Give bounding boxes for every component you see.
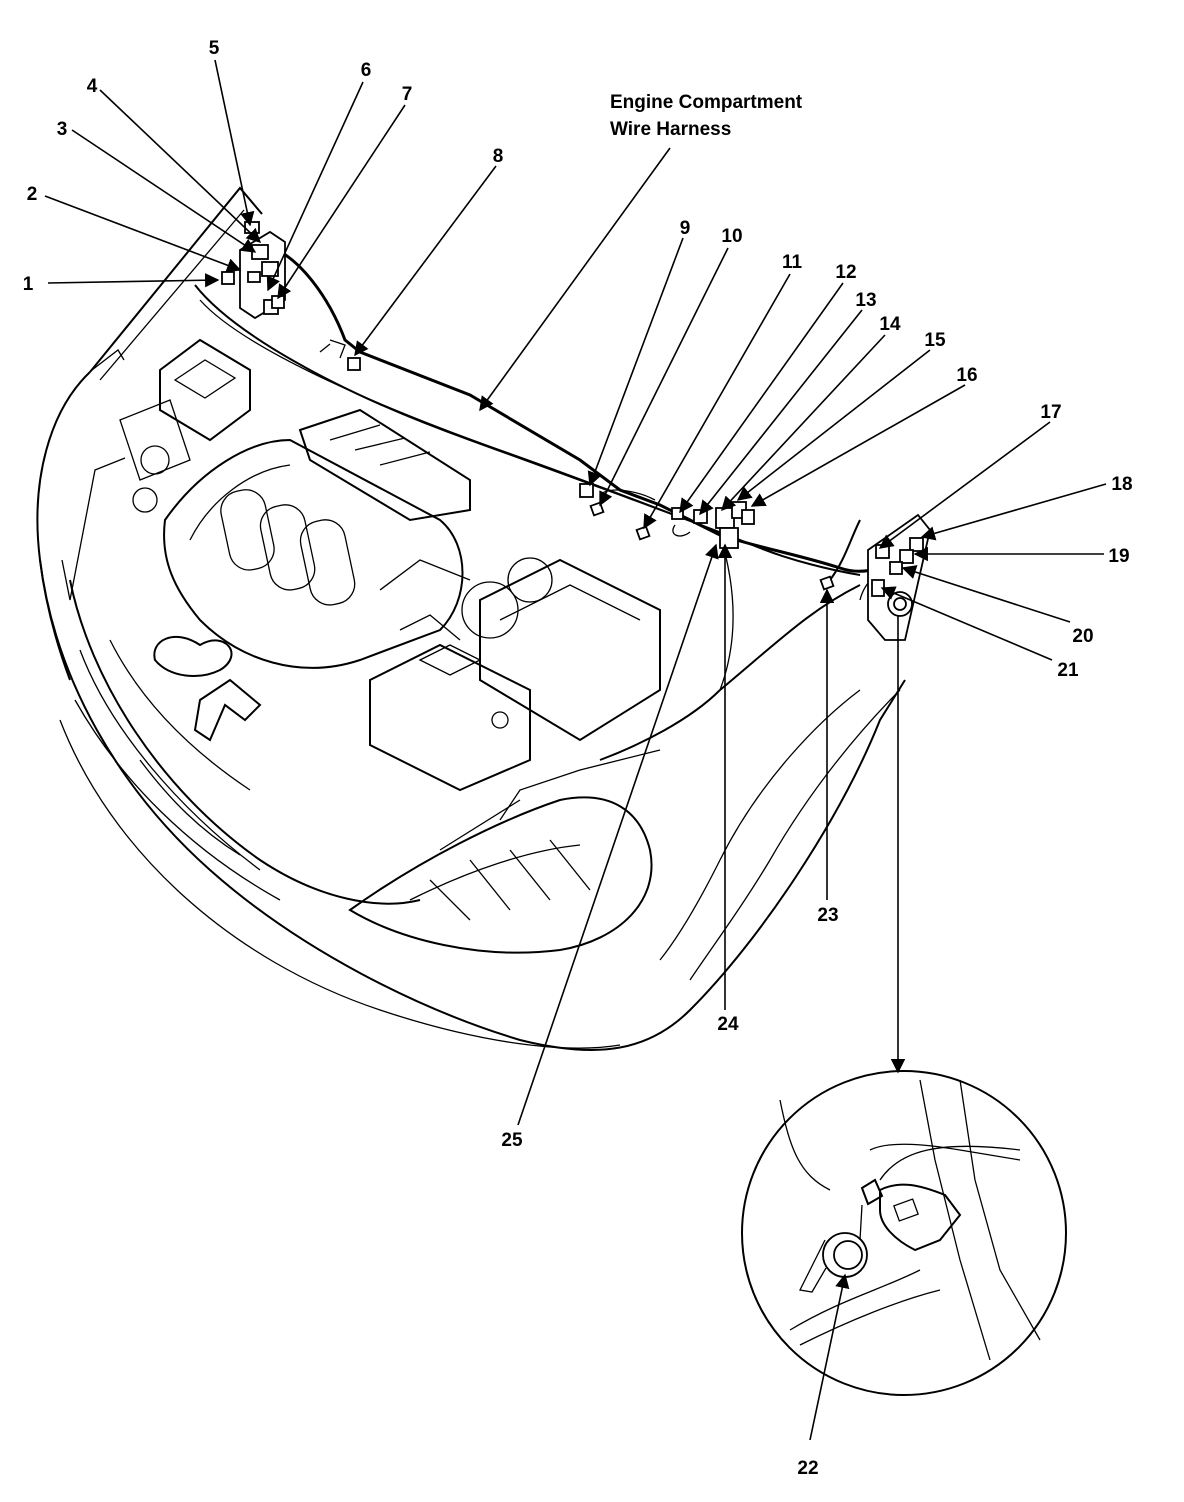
callout-10: 10	[721, 226, 742, 247]
callout-12: 12	[835, 262, 856, 283]
harness-title-line2: Wire Harness	[610, 119, 731, 140]
callout-20: 20	[1072, 626, 1093, 647]
callout-25: 25	[501, 1130, 523, 1151]
callout-11: 11	[782, 252, 803, 273]
connector-parts	[221, 221, 931, 641]
callout-1: 1	[23, 274, 34, 295]
callout-13: 13	[855, 290, 876, 311]
callout-4: 4	[87, 76, 98, 97]
engine-bay	[119, 338, 661, 792]
callout-22: 22	[797, 1458, 818, 1479]
vehicle-body-outline	[36, 186, 906, 1051]
callout-leaders	[44, 59, 1107, 1441]
callout-21: 21	[1057, 660, 1079, 681]
callout-15: 15	[924, 330, 946, 351]
harness-title-line1: Engine Compartment	[610, 92, 803, 113]
detail-inset-circle	[741, 1070, 1067, 1396]
callout-5: 5	[209, 38, 220, 59]
wire-harness	[264, 243, 896, 601]
callout-24: 24	[717, 1014, 739, 1035]
callout-18: 18	[1111, 474, 1132, 495]
callout-19: 19	[1108, 546, 1129, 567]
callout-2: 2	[27, 184, 38, 205]
callout-23: 23	[817, 905, 838, 926]
callout-14: 14	[879, 314, 901, 335]
callout-17: 17	[1040, 402, 1061, 423]
callout-6: 6	[361, 60, 372, 81]
callout-16: 16	[956, 365, 977, 386]
callout-9: 9	[680, 218, 691, 239]
callout-8: 8	[493, 146, 504, 167]
title-leader	[479, 147, 671, 412]
callout-3: 3	[57, 119, 68, 140]
callout-7: 7	[402, 84, 413, 105]
callout-numbers: 1 2 3 4 5 6 7 8 9 10 11 12 13 14 15 16 1…	[23, 38, 1133, 1479]
